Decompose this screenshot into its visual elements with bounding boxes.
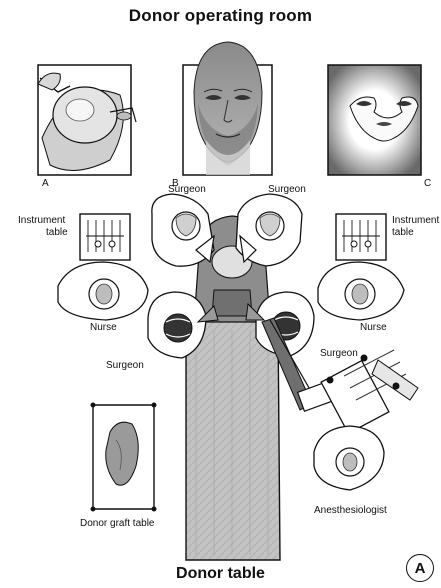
figure-title: Donor operating room <box>0 6 441 26</box>
instrument-table-label-left-1: Instrument <box>18 215 65 226</box>
instrument-table-label-left-2: table <box>46 227 68 238</box>
surgeon-label-top-right: Surgeon <box>268 184 306 195</box>
instrument-table-label-right-1: Instrument <box>392 215 439 226</box>
panel-a-eye-retractor <box>38 65 136 175</box>
donor-table-label: Donor table <box>0 565 441 583</box>
surgeon-label-right: Surgeon <box>320 348 358 359</box>
nurse-label-left: Nurse <box>90 322 117 333</box>
panel-c-draped-face <box>328 65 421 175</box>
surgeon-label-left: Surgeon <box>106 360 144 371</box>
panel-b-face <box>183 42 272 175</box>
figure-badge: A <box>406 554 434 582</box>
donor-graft-table <box>91 403 157 512</box>
surgeon-label-top-left: Surgeon <box>168 184 206 195</box>
donor-table <box>186 216 280 560</box>
anesthesiologist-label: Anesthesiologist <box>314 505 387 516</box>
anesthesiologist-figure <box>314 426 384 490</box>
surgeon-top-left <box>152 194 214 266</box>
instrument-table-right <box>336 214 386 260</box>
donor-graft-table-label: Donor graft table <box>80 518 155 529</box>
nurse-left <box>58 262 148 320</box>
surgeon-top-right <box>236 194 302 266</box>
nurse-label-right: Nurse <box>360 322 387 333</box>
nurse-right <box>318 262 404 320</box>
instrument-table-label-right-2: table <box>392 227 414 238</box>
panel-label-a: A <box>42 178 49 189</box>
instrument-table-left <box>80 214 130 260</box>
panel-label-c: C <box>424 178 431 189</box>
